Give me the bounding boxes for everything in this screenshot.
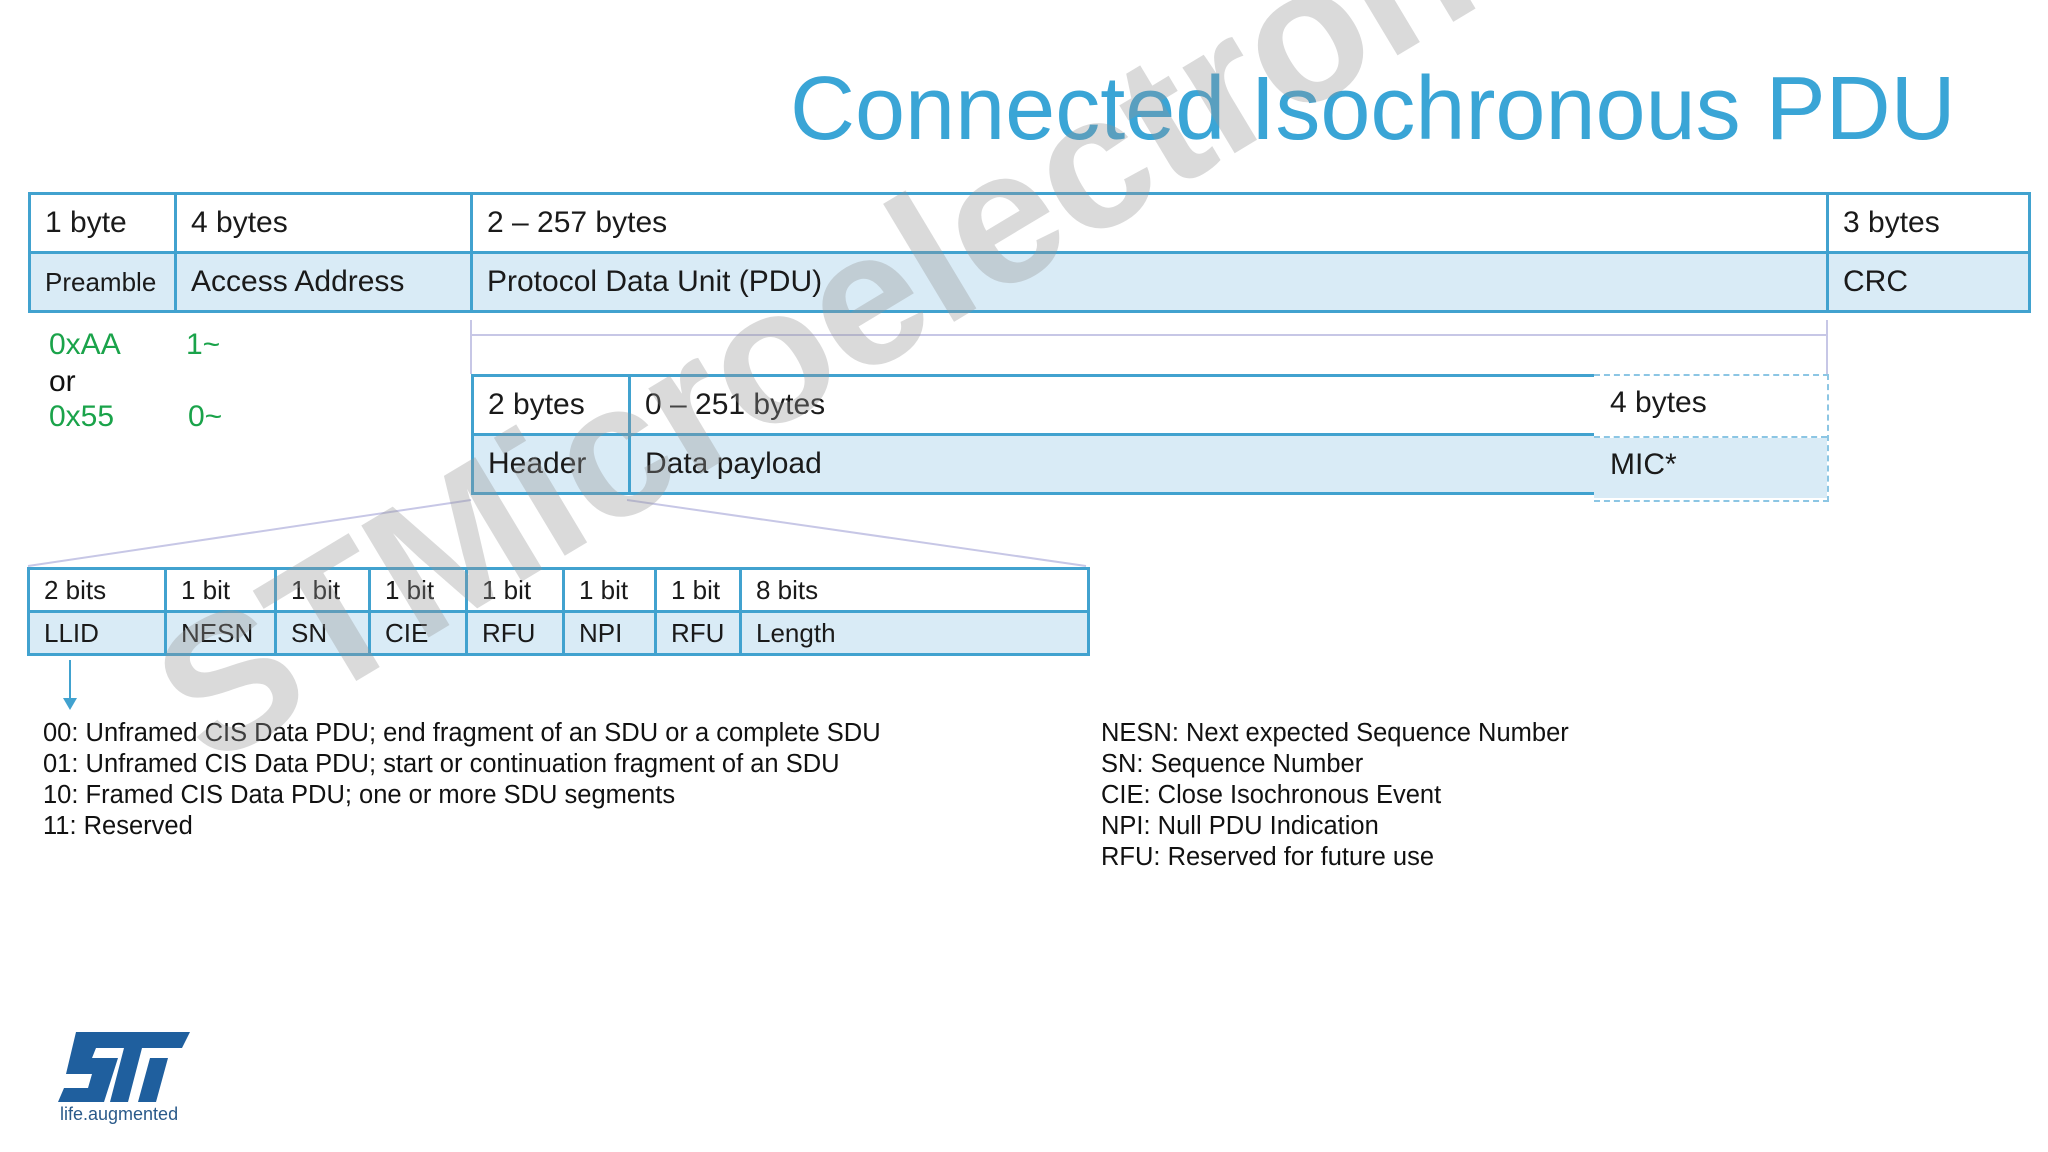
header-label: Header xyxy=(471,433,631,495)
mic-label-cell: MIC* xyxy=(1594,438,1827,498)
preamble-value-aa: 0xAA xyxy=(49,328,121,361)
header-fields: 2 bits 1 bit 1 bit 1 bit 1 bit 1 bit 1 b… xyxy=(27,567,1090,656)
llid-size: 2 bits xyxy=(27,567,167,613)
cie-label: CIE xyxy=(368,610,468,656)
payload-size: 0 – 251 bytes xyxy=(628,374,1597,436)
llid-note: 11: Reserved xyxy=(43,812,193,840)
page-title: Connected Isochronous PDU xyxy=(790,59,1956,159)
preamble-size: 1 byte xyxy=(28,192,177,254)
pdu-size-row: 2 bytes 0 – 251 bytes xyxy=(471,374,1597,436)
access-value-0: 0~ xyxy=(188,400,223,433)
header-left-connector xyxy=(27,499,472,567)
rfu1-size: 1 bit xyxy=(465,567,565,613)
length-size: 8 bits xyxy=(739,567,1090,613)
payload-label: Data payload xyxy=(628,433,1597,495)
logo-tagline: life.augmented xyxy=(60,1104,179,1124)
pdu-label: Protocol Data Unit (PDU) xyxy=(470,251,1829,313)
crc-size: 3 bytes xyxy=(1826,192,2031,254)
header-size-row: 2 bits 1 bit 1 bit 1 bit 1 bit 1 bit 1 b… xyxy=(27,567,1090,613)
access-address-size: 4 bytes xyxy=(174,192,473,254)
abbreviation-notes: NESN: Next expected Sequence Number SN: … xyxy=(1101,718,1569,873)
llid-arrow-head xyxy=(63,698,77,710)
llid-note: 01: Unframed CIS Data PDU; start or cont… xyxy=(43,750,840,778)
header-right-connector xyxy=(626,499,1087,567)
llid-label: LLID xyxy=(27,610,167,656)
access-address-label: Access Address xyxy=(174,251,473,313)
abbrev-note: SN: Sequence Number xyxy=(1101,750,1364,778)
rfu2-size: 1 bit xyxy=(654,567,742,613)
pdu-frame: 2 bytes 0 – 251 bytes Header Data payloa… xyxy=(471,374,1597,495)
frame-label-row: Preamble Access Address Protocol Data Un… xyxy=(28,251,2031,313)
header-label-row: LLID NESN SN CIE RFU NPI RFU Length xyxy=(27,610,1090,656)
abbrev-note: NPI: Null PDU Indication xyxy=(1101,812,1379,840)
preamble-value-55: 0x55 xyxy=(49,400,115,433)
preamble-label: Preamble xyxy=(28,251,177,313)
pdu-label-row: Header Data payload xyxy=(471,433,1597,495)
llid-notes: 00: Unframed CIS Data PDU; end fragment … xyxy=(43,718,881,842)
llid-note: 00: Unframed CIS Data PDU; end fragment … xyxy=(43,719,881,747)
nesn-size: 1 bit xyxy=(164,567,277,613)
crc-label: CRC xyxy=(1826,251,2031,313)
preamble-or: or xyxy=(49,365,76,398)
abbrev-note: CIE: Close Isochronous Event xyxy=(1101,781,1442,809)
nesn-label: NESN xyxy=(164,610,277,656)
link-layer-frame: 1 byte 4 bytes 2 – 257 bytes 3 bytes Pre… xyxy=(28,192,2031,313)
npi-label: NPI xyxy=(562,610,657,656)
frame-size-row: 1 byte 4 bytes 2 – 257 bytes 3 bytes xyxy=(28,192,2031,254)
mic-label: MIC* xyxy=(1610,448,1677,481)
access-value-1: 1~ xyxy=(186,328,221,361)
sn-label: SN xyxy=(274,610,371,656)
sn-size: 1 bit xyxy=(274,567,371,613)
st-logo-icon xyxy=(58,1032,190,1102)
mic-size: 4 bytes xyxy=(1610,386,1707,419)
pdu-size: 2 – 257 bytes xyxy=(470,192,1829,254)
abbrev-note: RFU: Reserved for future use xyxy=(1101,843,1435,871)
llid-note: 10: Framed CIS Data PDU; one or more SDU… xyxy=(43,781,676,809)
length-label: Length xyxy=(739,610,1090,656)
abbrev-note: NESN: Next expected Sequence Number xyxy=(1101,719,1569,747)
rfu1-label: RFU xyxy=(465,610,565,656)
mic-size-cell: 4 bytes xyxy=(1594,376,1827,438)
header-size: 2 bytes xyxy=(471,374,631,436)
rfu2-label: RFU xyxy=(654,610,742,656)
cie-size: 1 bit xyxy=(368,567,468,613)
npi-size: 1 bit xyxy=(562,567,657,613)
mic-dashed-outline xyxy=(1594,374,1829,502)
